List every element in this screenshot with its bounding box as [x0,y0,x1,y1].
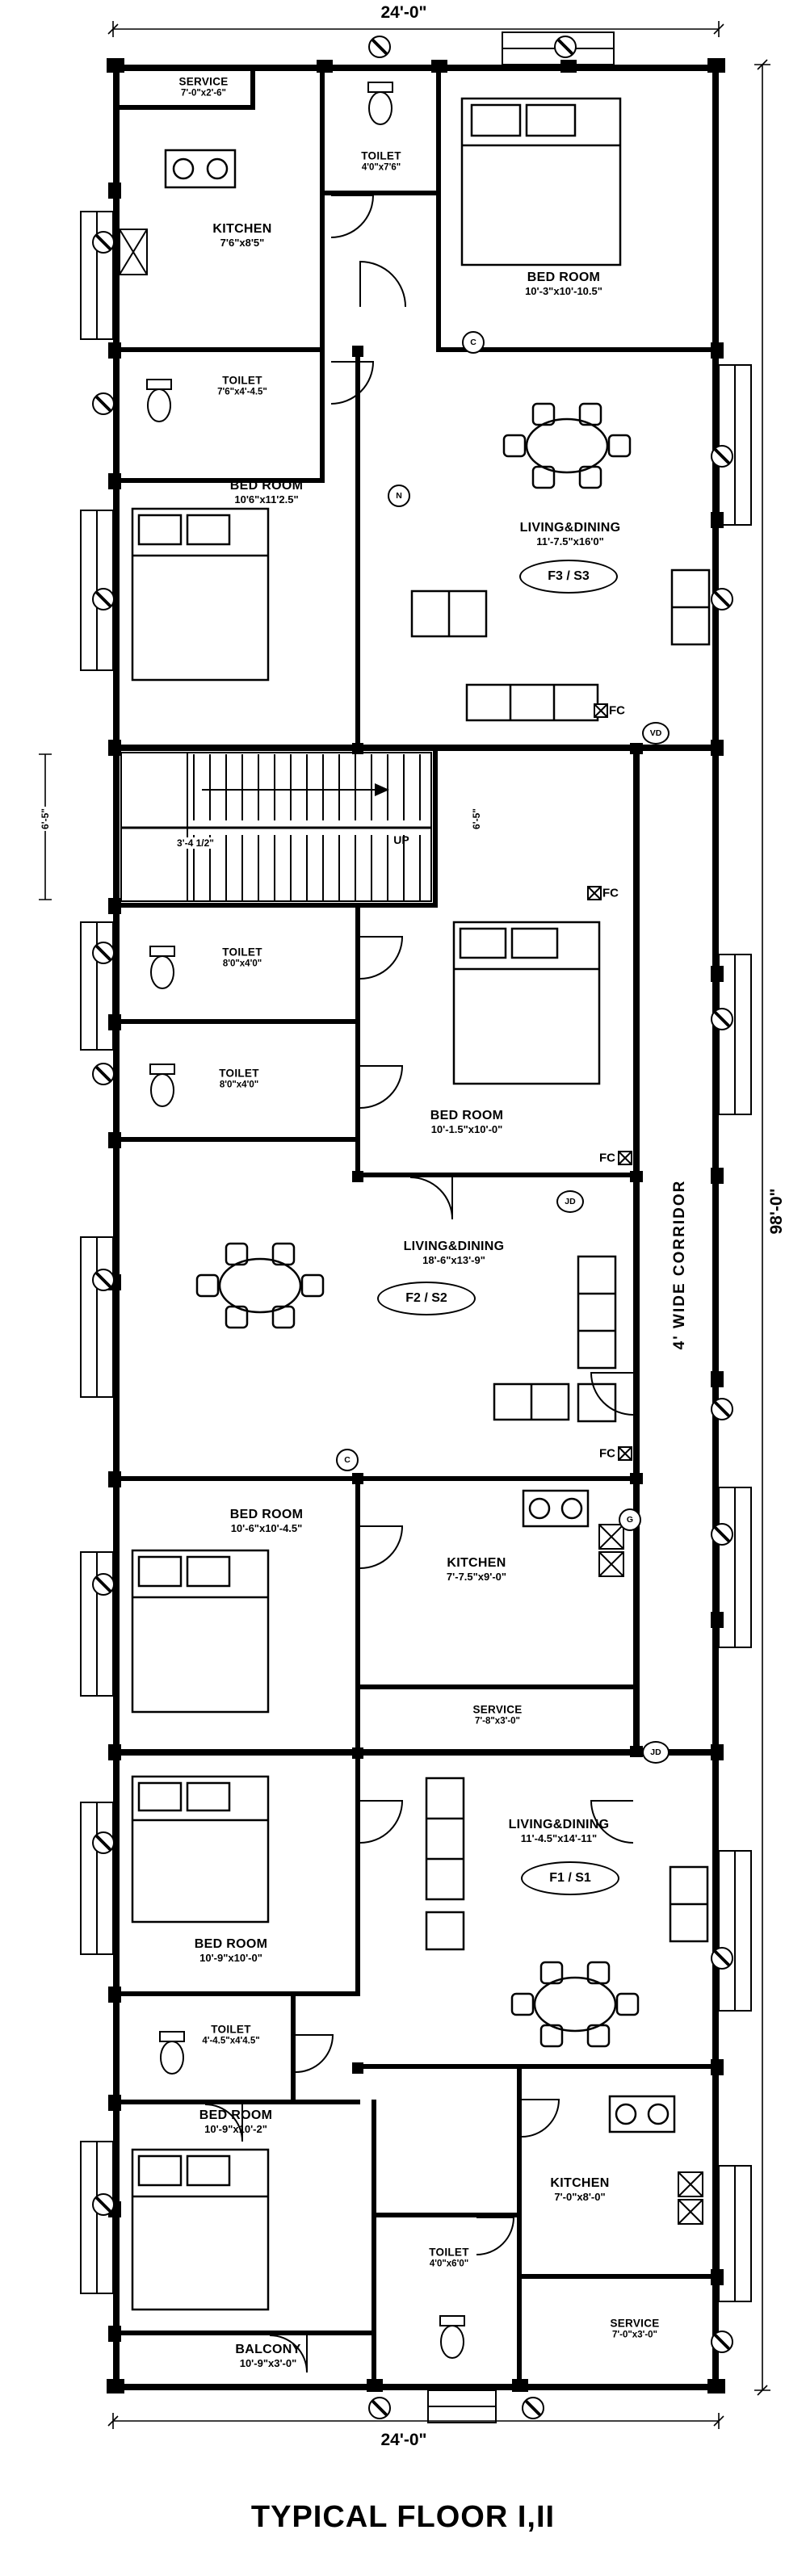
room-label-bedroom-f1b: BED ROOM 10'-9"x10'-2" [199,2108,273,2135]
wall-tag: JD [642,1741,670,1764]
wall-tag: C [462,331,485,354]
walls [113,65,719,2390]
room-label-bedroom-f2a: BED ROOM 10'-1.5"x10'-0" [430,1108,504,1135]
room-label-bedroom-f1a: BED ROOM 10'-9"x10'-0" [194,1936,268,1964]
fc-label: FC [599,1446,615,1461]
room-label-kitchen-f3: KITCHEN 7'6"x8'5" [212,221,272,249]
stairs-icon [120,752,432,902]
grid-bubble-icon [92,1831,115,1854]
column-marker [107,58,725,2393]
room-label-balcony: BALCONY 10'-9"x3'-0" [235,2342,301,2369]
room-label-bedroom-f3b: BED ROOM 10'6"x11'2.5" [229,478,304,506]
fc-box-icon [587,703,632,1461]
grid-bubble-icon [92,588,115,610]
drawing-title: TYPICAL FLOOR I,II [250,2500,556,2534]
dimension-top: 24'-0" [376,3,431,23]
flat-tag-f2: F2 / S2 [377,1282,476,1315]
room-label-toilet-f2a: TOILET 8'0"x4'0" [222,946,262,969]
sink-icon [119,229,703,2225]
room-label-living-f3: LIVING&DINING 11'-7.5"x16'0" [519,520,621,548]
sofa-icon [410,568,711,1951]
grid-bubble-icon [92,231,115,254]
room-label-kitchen-f1: KITCHEN 7'-0"x8'-0" [550,2175,610,2203]
room-label-toilet-f1a: TOILET 4'-4.5"x4'4.5" [202,2023,260,2046]
toilet-wc-icon [146,82,465,2359]
grid-bubble-icon [92,1063,115,1085]
grid-bubble-icon [711,1947,733,1970]
grid-bubble-icon [92,1269,115,1291]
room-label-service-f1: SERVICE 7'-0"x3'-0" [610,2317,660,2340]
stair-up-label: UP [393,833,409,846]
dimension-lines [39,21,770,2429]
grid-bubble-icon [711,588,733,610]
room-label-living-f1: LIVING&DINING 11'-4.5"x14'-11" [508,1817,610,1844]
corridor-label: 4' WIDE CORRIDOR [671,1179,688,1350]
room-label-toilet-f3b: TOILET 7'6"x4'-4.5" [217,374,267,397]
grid-bubble-icon [92,392,115,415]
wall-tag: G [619,1508,641,1531]
stair-width-dim: 3'-4 1/2" [175,837,216,849]
wall-tag: JD [556,1190,584,1213]
room-label-service-f3: SERVICE 7'-0"x2'-6" [178,75,229,99]
room-label-kitchen-f2: KITCHEN 7'-7.5"x9'-0" [446,1555,507,1583]
grid-bubble-icon [368,36,391,58]
door-arc-icon [204,195,634,2373]
fc-label: FC [602,886,619,900]
flat-tag-f3: F3 / S3 [519,560,618,594]
wall-tag: C [336,1449,359,1471]
grid-bubble-icon [554,36,577,58]
wall-tag: VD [642,722,670,745]
grid-bubble-icon [92,1573,115,1596]
grid-bubble-icon [92,942,115,964]
grid-bubble-icon [711,1008,733,1030]
fc-label: FC [609,703,625,718]
room-label-toilet-f3a: TOILET 4'0"x7'6" [361,149,401,173]
room-label-toilet-f2b: TOILET 8'0"x4'0" [219,1067,259,1090]
stair-left-dim: 6'-5" [40,807,51,831]
room-label-service-f2: SERVICE 7'-8"x3'-0" [472,1703,523,1726]
fc-label: FC [599,1151,615,1165]
room-label-bedroom-f2b: BED ROOM 10'-6"x10'-4.5" [229,1507,304,1534]
stair-right-dim: 6'-5" [471,807,482,831]
dimension-bottom: 24'-0" [376,2431,431,2450]
bed-icon [131,97,622,2311]
room-label-toilet-f1b: TOILET 4'0"x6'0" [429,2246,469,2269]
dimension-right: 98'-0" [767,1188,786,1235]
grid-bubble-icon [711,1398,733,1420]
grid-bubble-icon [92,2193,115,2216]
grid-bubble-icon [522,2397,544,2419]
grid-bubble-icon [368,2397,391,2419]
grid-bubble-icon [711,2331,733,2353]
room-label-bedroom-f3a: BED ROOM 10'-3"x10'-10.5" [525,270,602,297]
flat-tag-f1: F1 / S1 [521,1861,619,1895]
grid-bubble-icon [711,445,733,468]
room-label-living-f2: LIVING&DINING 18'-6"x13'-9" [403,1239,505,1266]
wall-tag: N [388,485,410,507]
dining-table-icon [195,402,640,2048]
grid-bubble-icon [711,1523,733,1546]
stove-icon [164,149,676,2133]
